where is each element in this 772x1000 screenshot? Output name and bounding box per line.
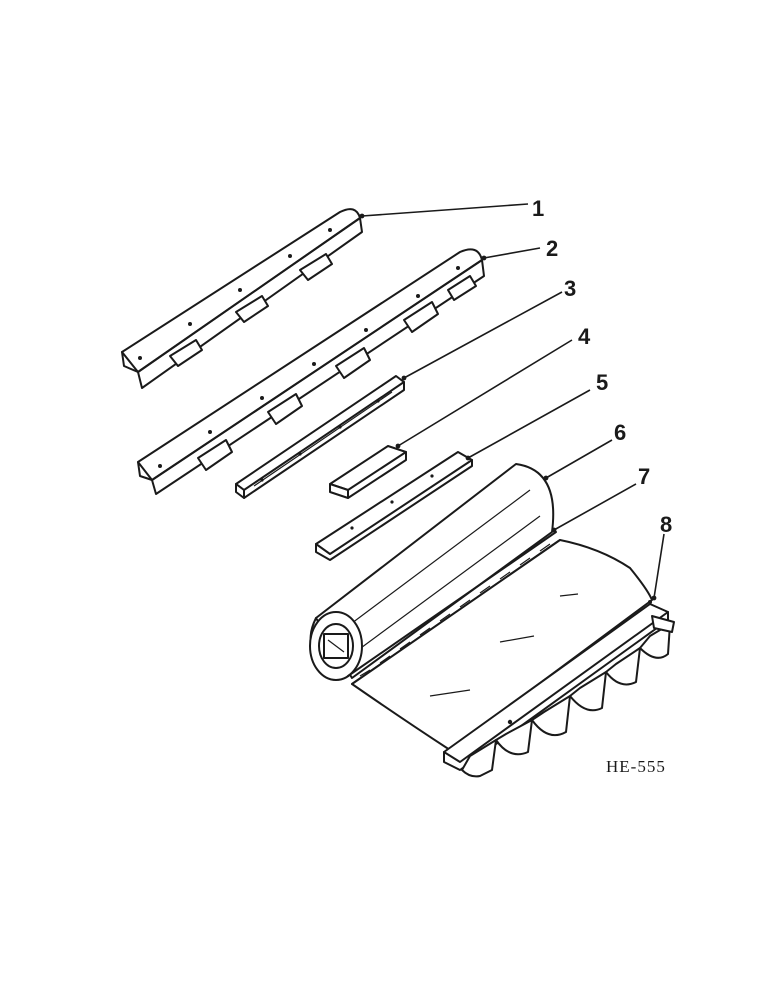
callout-3: 3 (564, 276, 576, 301)
part-1-angle-strip (121, 208, 363, 389)
callout-8: 8 (660, 512, 672, 537)
leader-lines (359, 203, 665, 601)
callout-1: 1 (532, 196, 544, 221)
callout-5: 5 (596, 370, 608, 395)
part-6-rolled-curtain (309, 463, 555, 679)
part-4-block (329, 445, 407, 499)
part-2-angle-strip (137, 248, 485, 495)
callout-4: 4 (578, 324, 591, 349)
figure-code: HE-555 (606, 757, 666, 776)
part-8-flap-fringe (461, 615, 675, 778)
callout-7: 7 (638, 464, 650, 489)
part-6-roll-end (309, 611, 363, 681)
part-5-plate (315, 451, 473, 561)
part-6-unrolled-sheet (351, 539, 653, 751)
callout-2: 2 (546, 236, 558, 261)
callout-6: 6 (614, 420, 626, 445)
part-3-bar (235, 375, 405, 499)
part-8-edge-bar (443, 600, 669, 771)
